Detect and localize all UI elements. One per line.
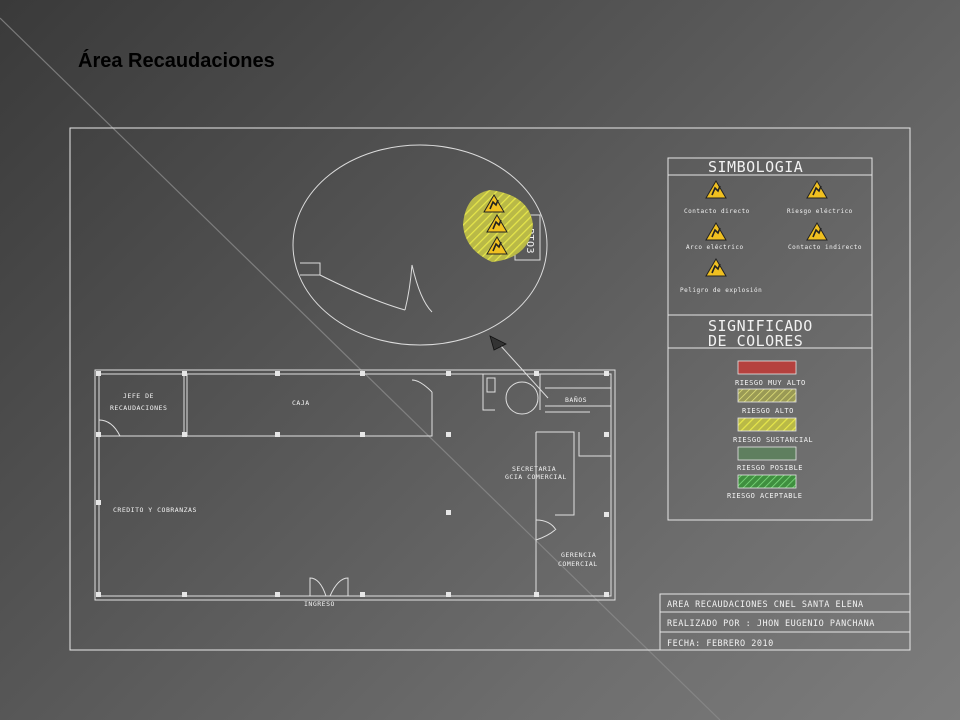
color-swatch-sustancial [737,417,797,432]
color-label-sustancial: RIESGO SUSTANCIAL [733,436,813,444]
significado-title-1: SIGNIFICADO [708,317,813,335]
title-block: AREA RECAUDACIONES CNEL SANTA ELENA REAL… [659,593,911,651]
color-label-alto: RIESGO ALTO [742,407,794,415]
symbol-label-indirect-contact: Contacto indirecto [788,244,862,251]
room-credito-label: CREDITO Y COBRANZAS [113,506,197,514]
electric-risk-icon [806,180,828,199]
title-block-line-3: FECHA: FEBRERO 2010 [667,639,774,649]
color-label-posible: RIESGO POSIBLE [737,464,803,472]
floor-plan [94,369,616,601]
room-jefe-label-2: RECAUDACIONES [110,404,167,412]
room-secretaria-label-1: SECRETARIA [512,465,556,473]
simbologia-title: SIMBOLOGIA [708,158,803,176]
title-block-line-2: REALIZADO POR : JHON EUGENIO PANCHANA [667,619,875,629]
room-gerencia-label-2: COMERCIAL [558,560,598,568]
pointer-arrow-icon [489,335,507,351]
legend-panel: SIMBOLOGIA Contacto directo Riesgo eléct… [667,157,873,521]
detail-tag: PTO3 [524,228,535,254]
detail-callout: PTO3 [292,144,549,399]
symbol-label-electric-arc: Arco eléctrico [686,244,744,251]
slide-title: Área Recaudaciones [78,50,275,72]
columns [96,371,609,597]
electric-arc-icon [705,222,727,241]
significado-title-2: DE COLORES [708,332,803,350]
color-label-aceptable: RIESGO ACEPTABLE [727,492,802,500]
symbol-label-explosion: Peligro de explosión [680,287,762,294]
symbol-label-direct-contact: Contacto directo [684,208,750,215]
symbol-label-electric-risk: Riesgo eléctrico [787,208,853,215]
drawing-frame [69,127,911,651]
color-swatch-muy-alto [737,360,797,375]
room-ingreso-label: INGRESO [304,600,335,608]
color-swatch-aceptable [737,474,797,489]
color-label-muy-alto: RIESGO MUY ALTO [735,379,806,387]
explosion-icon [705,258,727,277]
indirect-contact-icon [806,222,828,241]
direct-contact-icon [705,180,727,199]
room-gerencia-label-1: GERENCIA [561,551,596,559]
title-block-line-1: AREA RECAUDACIONES CNEL SANTA ELENA [667,600,864,610]
room-secretaria-label-2: GCIA COMERCIAL [505,473,567,481]
room-jefe-label-1: JEFE DE [123,392,154,400]
room-caja-label: CAJA [292,399,310,407]
color-swatch-posible [737,446,797,461]
color-swatch-alto [737,388,797,403]
room-banos-label: BAÑOS [565,395,587,404]
